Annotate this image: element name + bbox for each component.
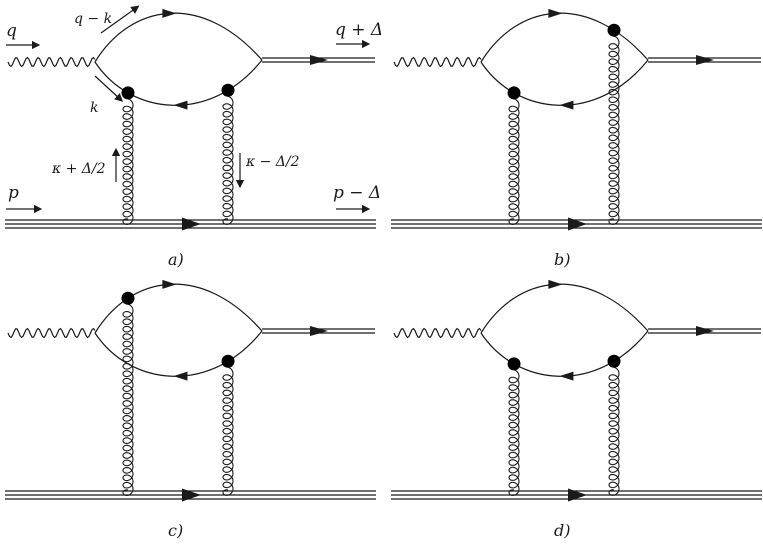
loop-arrow-lower-a bbox=[173, 100, 188, 110]
gluon-2-d bbox=[608, 366, 620, 496]
label-q: q bbox=[6, 21, 17, 41]
panel-caption-a: a) bbox=[168, 250, 184, 269]
gluon-2-a bbox=[222, 95, 234, 225]
gluon-1-c bbox=[122, 303, 134, 496]
vertex-dot-1-c bbox=[121, 291, 135, 305]
vertex-dot-1-d bbox=[507, 357, 521, 371]
meson-arrow-d bbox=[696, 326, 714, 336]
proton-arrow-d bbox=[568, 488, 587, 502]
panel-d: d) bbox=[391, 279, 762, 540]
label-p: p bbox=[8, 183, 19, 203]
quark-loop-lower-d bbox=[480, 330, 649, 377]
label-q-minus-k: q − k bbox=[74, 11, 112, 27]
photon-line-b bbox=[393, 56, 482, 68]
vertex-dot-2-c bbox=[221, 354, 235, 368]
vertex-dot-2-b bbox=[607, 23, 621, 37]
label-q-plus-delta: q + Δ bbox=[335, 20, 383, 40]
photon-line-d bbox=[393, 327, 482, 339]
meson-arrow-b bbox=[696, 55, 714, 65]
loop-arrow-lower-c bbox=[173, 371, 188, 381]
label-p-minus-delta: p − Δ bbox=[333, 183, 381, 203]
meson-arrow-c bbox=[310, 326, 328, 336]
photon-line-a bbox=[7, 56, 96, 68]
photon-line-c bbox=[7, 327, 96, 339]
quark-loop-lower-c bbox=[94, 330, 263, 377]
quark-loop-upper-c bbox=[94, 283, 263, 334]
panels-layer: a) b) c) d) bbox=[5, 8, 762, 540]
momentum-labels: q q − k k q + Δ p p − Δ κ + Δ/2 κ − Δ/2 bbox=[6, 5, 383, 214]
loop-arrow-upper-b bbox=[548, 8, 563, 18]
meson-arrow-a bbox=[310, 55, 328, 65]
proton-arrow-c bbox=[182, 488, 201, 502]
gluon-2-b bbox=[608, 35, 620, 225]
quark-loop-lower-a bbox=[94, 59, 263, 106]
quark-loop-upper-d bbox=[480, 283, 649, 334]
proton-arrow-b bbox=[568, 217, 587, 231]
loop-arrow-lower-b bbox=[559, 100, 574, 110]
momentum-arrow-q-minus-k bbox=[100, 5, 140, 34]
loop-arrow-upper-d bbox=[548, 279, 563, 289]
proton-arrow-a bbox=[182, 217, 201, 231]
momentum-arrow-k bbox=[94, 75, 124, 102]
loop-arrow-lower-d bbox=[559, 371, 574, 381]
panel-a: a) bbox=[5, 8, 376, 269]
quark-loop-upper-b bbox=[480, 12, 649, 63]
gluon-1-b bbox=[508, 98, 520, 225]
gluon-1-d bbox=[508, 369, 520, 496]
loop-arrow-upper-a bbox=[162, 8, 177, 18]
panel-b: b) bbox=[391, 8, 762, 269]
quark-loop-upper-a bbox=[94, 12, 263, 63]
panel-caption-d: d) bbox=[554, 521, 570, 540]
quark-loop-lower-b bbox=[480, 59, 649, 106]
vertex-dot-1-a bbox=[121, 86, 135, 100]
gluon-1-a bbox=[122, 98, 134, 225]
panel-caption-b: b) bbox=[554, 250, 570, 269]
panel-c: c) bbox=[5, 279, 376, 540]
gluon-2-c bbox=[222, 366, 234, 496]
vertex-dot-1-b bbox=[507, 86, 521, 100]
panel-caption-c: c) bbox=[168, 521, 183, 540]
vertex-dot-2-d bbox=[607, 354, 621, 368]
vertex-dot-2-a bbox=[221, 83, 235, 97]
label-kappa-plus: κ + Δ/2 bbox=[51, 161, 106, 177]
loop-arrow-upper-c bbox=[162, 279, 177, 289]
label-kappa-minus: κ − Δ/2 bbox=[245, 154, 300, 170]
label-k: k bbox=[90, 100, 98, 116]
